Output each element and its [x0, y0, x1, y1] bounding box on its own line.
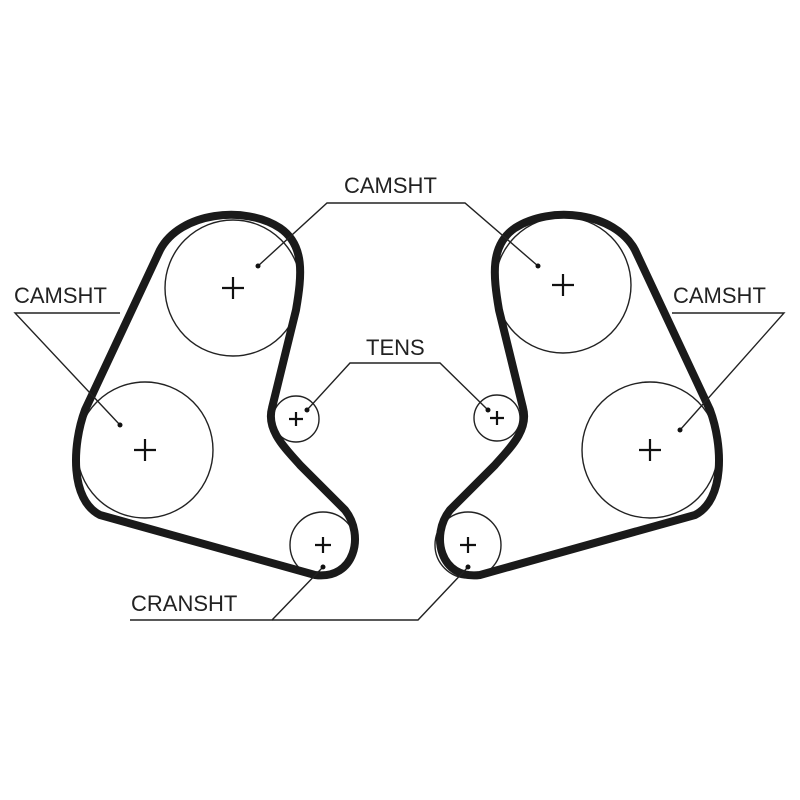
camshaft-left-leader: [13, 312, 121, 426]
plus-icon: [222, 277, 244, 299]
plus-icon: [639, 439, 661, 461]
camshaft-right-leader: [672, 312, 786, 431]
leader-dot: [677, 427, 683, 433]
leader-dot: [485, 407, 491, 413]
leader-dot: [255, 263, 261, 269]
leader-dot: [117, 422, 123, 428]
leader-lines: [13, 202, 786, 621]
leader-dot: [320, 564, 326, 570]
plus-icon: [552, 274, 574, 296]
labels: CAMSHT CAMSHT CAMSHT TENS CRANSHT: [14, 173, 766, 616]
left-bank: [72, 210, 359, 580]
tensioner-leader: [306, 362, 489, 411]
plus-icon: [460, 537, 476, 553]
leader-dot: [304, 407, 310, 413]
right-bank: [434, 210, 723, 580]
camshaft-left-label: CAMSHT: [14, 283, 107, 308]
camshaft-top-label: CAMSHT: [344, 173, 437, 198]
leader-dot: [535, 263, 541, 269]
tensioner-label: TENS: [366, 335, 425, 360]
plus-icon: [490, 411, 504, 425]
crankshaft-leader-right: [272, 566, 469, 621]
plus-icon: [289, 412, 303, 426]
camshaft-right-label: CAMSHT: [673, 283, 766, 308]
crankshaft-label: CRANSHT: [131, 591, 237, 616]
plus-icon: [315, 537, 331, 553]
leader-dot: [465, 564, 471, 570]
right-timing-belt: [436, 210, 723, 580]
plus-icon: [134, 439, 156, 461]
left-timing-belt: [72, 210, 359, 580]
camshaft-top-leader: [257, 202, 539, 267]
